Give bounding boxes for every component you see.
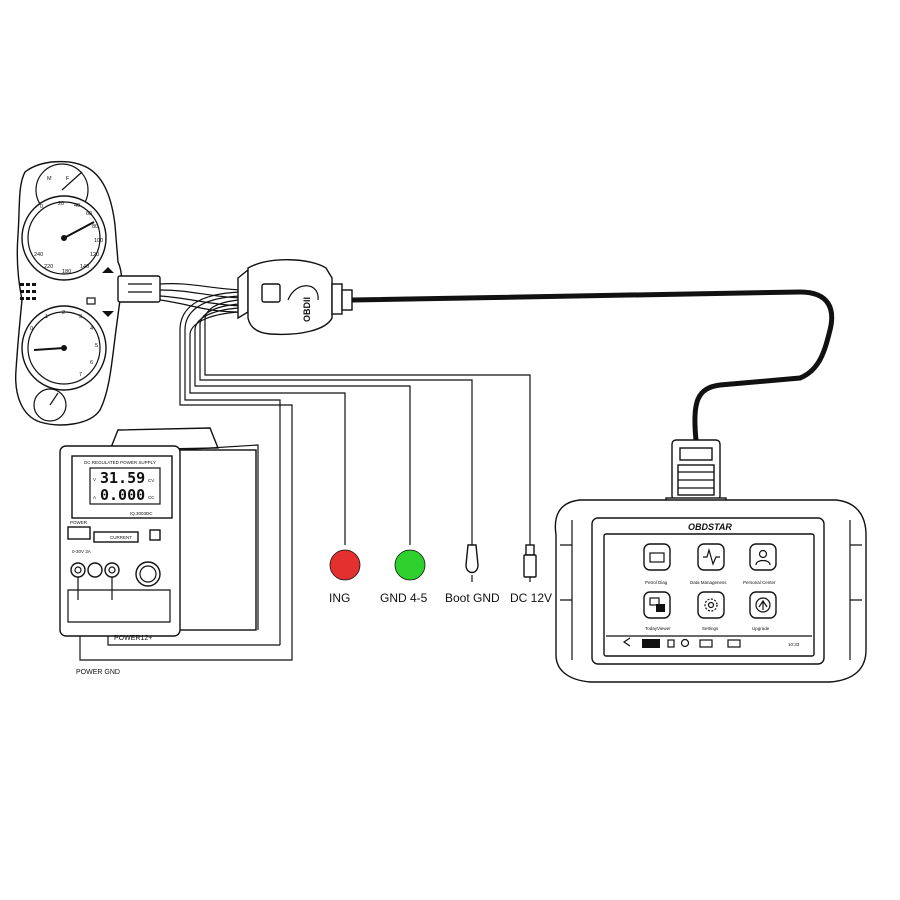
obd-label: OBDII bbox=[302, 297, 312, 322]
home-nav-button[interactable] bbox=[642, 639, 660, 648]
vci-connect-icon bbox=[727, 639, 741, 648]
svg-text:6: 6 bbox=[90, 360, 93, 366]
psu-a-prefix: A bbox=[93, 495, 96, 500]
svg-text:180: 180 bbox=[62, 269, 71, 275]
app-todayviewer[interactable]: TodayViewer bbox=[643, 591, 671, 631]
power-positive-label: POWER12+ bbox=[114, 635, 152, 642]
svg-text:220: 220 bbox=[44, 264, 53, 270]
waveform-icon bbox=[703, 547, 720, 566]
app-label: TodayViewer bbox=[645, 626, 671, 631]
app-upgrade[interactable]: Upgrade bbox=[749, 591, 777, 631]
power-supply: DC REGULATED POWER SUPPLY V 31.59 CV A 0… bbox=[59, 427, 259, 676]
wiring-harness bbox=[79, 283, 835, 661]
dc12v-jack bbox=[523, 544, 537, 582]
obd-connector: OBDII bbox=[237, 259, 353, 336]
ing-indicator bbox=[329, 549, 361, 581]
gnd45-indicator bbox=[394, 549, 426, 581]
app-data-manageness[interactable]: Data Manageness bbox=[690, 543, 727, 585]
ing-label: ING bbox=[329, 591, 350, 605]
svg-text:120: 120 bbox=[90, 252, 99, 258]
instrument-cluster: M F 0 20 40 60 80 100 120 140 180 220 24… bbox=[15, 160, 161, 426]
psu-unit-cc: CC bbox=[148, 495, 155, 500]
car-diagnosis-icon bbox=[649, 552, 665, 563]
svg-text:2: 2 bbox=[62, 310, 65, 316]
psu-title: DC REGULATED POWER SUPPLY bbox=[84, 460, 156, 465]
svg-text:60: 60 bbox=[86, 211, 92, 217]
page-nav-icon[interactable] bbox=[667, 639, 675, 648]
dc12v-label: DC 12V bbox=[510, 591, 552, 605]
psu-range-label: 0-30V 3A bbox=[72, 549, 91, 554]
svg-text:80: 80 bbox=[92, 224, 98, 230]
svg-text:4: 4 bbox=[90, 326, 93, 332]
upgrade-icon bbox=[755, 597, 771, 613]
svg-text:240: 240 bbox=[34, 252, 43, 258]
app-label: Petrol Diag bbox=[645, 580, 668, 585]
svg-text:0: 0 bbox=[40, 204, 43, 210]
vci-status-icon bbox=[699, 639, 713, 648]
psu-unit-cv: CV bbox=[148, 478, 154, 483]
app-settings[interactable]: Settings bbox=[697, 591, 725, 631]
device-brand: OBDSTAR bbox=[688, 522, 732, 532]
svg-text:140: 140 bbox=[80, 264, 89, 270]
psu-current-button[interactable] bbox=[93, 531, 139, 543]
app-label: Upgrade bbox=[752, 626, 770, 631]
psu-model: IQ.3003DC bbox=[130, 511, 153, 516]
obdstar-device: OBDSTAR Petrol Diag Data Manageness Pers… bbox=[554, 439, 867, 683]
svg-text:0: 0 bbox=[30, 326, 33, 332]
back-nav-icon[interactable] bbox=[622, 637, 631, 647]
boot-gnd-clip bbox=[465, 544, 479, 582]
current-display: 0.000 bbox=[100, 486, 145, 504]
svg-text:20: 20 bbox=[58, 201, 64, 207]
svg-text:F: F bbox=[66, 176, 70, 182]
app-personal-center[interactable]: Personal Center bbox=[743, 543, 777, 585]
circle-nav-icon[interactable] bbox=[680, 638, 690, 648]
person-icon bbox=[755, 549, 771, 566]
svg-text:1: 1 bbox=[45, 314, 48, 320]
app-label: Data Manageness bbox=[690, 580, 727, 585]
power-gnd-label: POWER GND bbox=[76, 669, 120, 676]
svg-text:5: 5 bbox=[95, 343, 98, 349]
app-label: Settings bbox=[702, 626, 719, 631]
test-connectors: ING GND 4-5 Boot GND DC 12V bbox=[329, 544, 552, 605]
svg-text:100: 100 bbox=[94, 238, 103, 244]
status-time: 10:33 bbox=[788, 642, 800, 647]
gnd45-label: GND 4-5 bbox=[380, 591, 428, 605]
psu-positive-terminal[interactable] bbox=[104, 562, 120, 578]
app-label: Personal Center bbox=[743, 580, 776, 585]
voltage-display: 31.59 bbox=[100, 469, 145, 487]
boot-gnd-label: Boot GND bbox=[445, 591, 500, 605]
psu-power-button[interactable] bbox=[67, 526, 91, 540]
psu-negative-terminal[interactable] bbox=[70, 562, 86, 578]
app-petrol-diag[interactable]: Petrol Diag bbox=[643, 543, 671, 585]
gear-icon bbox=[704, 598, 718, 612]
svg-text:M: M bbox=[47, 176, 52, 182]
psu-current-label: CURRENT bbox=[110, 535, 132, 540]
svg-text:7: 7 bbox=[79, 372, 82, 378]
psu-power-label: POWER bbox=[70, 520, 88, 525]
svg-text:3: 3 bbox=[79, 314, 82, 320]
remote-view-icon bbox=[649, 597, 665, 612]
psu-v-prefix: V bbox=[93, 477, 96, 482]
svg-text:40: 40 bbox=[74, 203, 80, 209]
